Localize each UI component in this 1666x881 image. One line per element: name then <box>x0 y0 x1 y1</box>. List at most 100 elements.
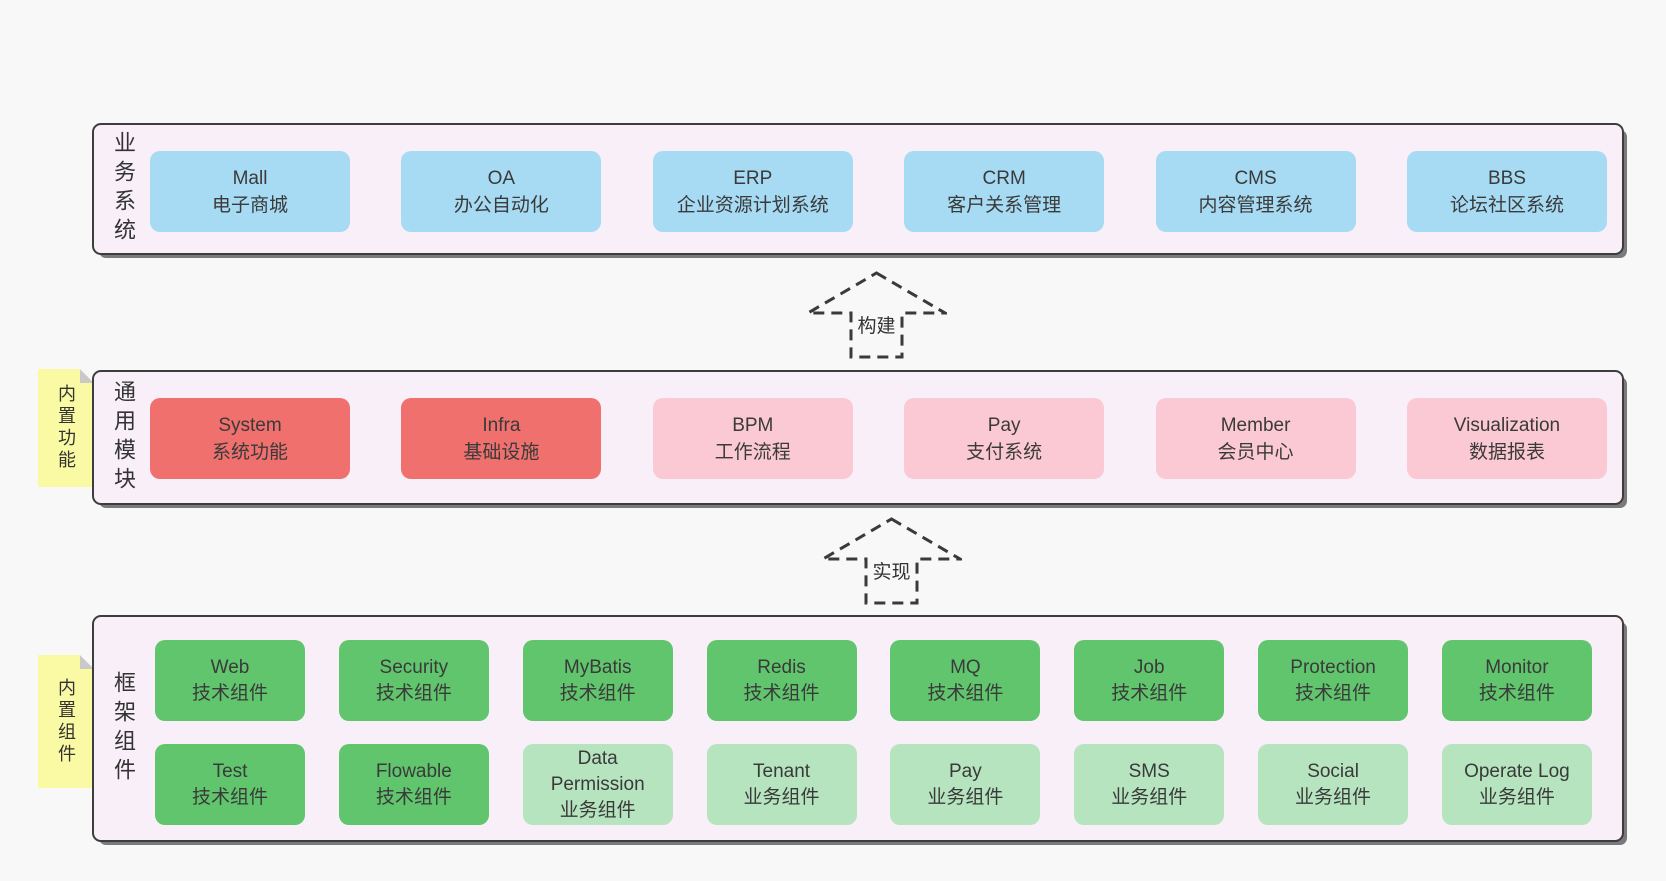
box-title: BBS <box>1487 167 1526 189</box>
box-subtitle: 业务组件 <box>1295 786 1372 808</box>
box-subtitle: 业务组件 <box>559 799 636 821</box>
box-web: Web 技术组件 <box>155 640 305 721</box>
box-security: Security 技术组件 <box>338 640 489 721</box>
business-boxes-row: Mall 电子商城 OA 办公自动化 ERP 企业资源计划系统 CRM 客户关系… <box>150 151 1607 232</box>
components-row-2: Test 技术组件 Flowable 技术组件 Data Permission … <box>155 744 1592 825</box>
box-title: Social <box>1307 760 1359 782</box>
box-test: Test 技术组件 <box>155 744 305 825</box>
box-subtitle: 会员中心 <box>1217 441 1294 463</box>
box-subtitle: 内容管理系统 <box>1198 194 1313 216</box>
panel-side-label: 通用模块 <box>111 379 136 496</box>
box-title: Tenant <box>753 760 811 782</box>
arrow-build: 构建 <box>806 271 947 359</box>
box-subtitle: 技术组件 <box>1111 682 1188 704</box>
box-subtitle: 电子商城 <box>211 194 288 216</box>
box-title: Monitor <box>1485 656 1549 678</box>
box-mq: MQ 技术组件 <box>890 640 1041 721</box>
box-subtitle: 技术组件 <box>191 786 268 808</box>
box-member: Member 会员中心 <box>1155 398 1356 479</box>
box-title: Infra <box>482 414 521 436</box>
box-subtitle: 业务组件 <box>927 786 1004 808</box>
box-subtitle: 技术组件 <box>191 682 268 704</box>
box-job: Job 技术组件 <box>1074 640 1225 721</box>
panel-common-modules: 通用模块 System 系统功能 Infra 基础设施 BPM 工作流程 Pay… <box>92 370 1624 505</box>
panel-side-label: 业务系统 <box>111 131 136 247</box>
box-title: SMS <box>1128 760 1170 782</box>
box-subtitle: 办公自动化 <box>453 194 549 216</box>
box-system: System 系统功能 <box>150 398 350 479</box>
box-title: CRM <box>982 167 1026 189</box>
box-subtitle: 技术组件 <box>375 682 452 704</box>
box-subtitle: 业务组件 <box>1111 786 1188 808</box>
box-oa: OA 办公自动化 <box>401 151 602 232</box>
box-subtitle: 基础设施 <box>463 441 540 463</box>
box-subtitle: 工作流程 <box>714 441 791 463</box>
box-title: System <box>218 414 282 436</box>
box-subtitle: 技术组件 <box>743 682 820 704</box>
box-title: Pay <box>987 414 1021 436</box>
box-subtitle: 技术组件 <box>1478 682 1555 704</box>
box-mall: Mall 电子商城 <box>150 151 350 232</box>
box-subtitle: 论坛社区系统 <box>1449 194 1564 216</box>
box-bbs: BBS 论坛社区系统 <box>1406 151 1607 232</box>
box-pay-component: Pay 业务组件 <box>890 744 1041 825</box>
box-monitor: Monitor 技术组件 <box>1441 640 1592 721</box>
box-subtitle: 技术组件 <box>927 682 1004 704</box>
box-title: OA <box>487 167 516 189</box>
box-subtitle: 技术组件 <box>375 786 452 808</box>
box-erp: ERP 企业资源计划系统 <box>652 151 853 232</box>
box-infra: Infra 基础设施 <box>401 398 602 479</box>
box-sms: SMS 业务组件 <box>1074 744 1225 825</box>
box-title: BPM <box>732 414 774 436</box>
components-row-1: Web 技术组件 Security 技术组件 MyBatis 技术组件 Redi… <box>155 640 1592 721</box>
box-title: Visualization <box>1453 414 1561 436</box>
arrow-implement: 实现 <box>821 517 962 605</box>
sticky-note-label: 内置组件 <box>56 677 76 766</box>
box-title: Operate Log <box>1464 760 1570 782</box>
box-title: Job <box>1133 656 1165 678</box>
box-visualization: Visualization 数据报表 <box>1406 398 1607 479</box>
box-bpm: BPM 工作流程 <box>652 398 853 479</box>
sticky-note-builtin-components: 内置组件 <box>38 655 94 788</box>
panel-business-systems: 业务系统 Mall 电子商城 OA 办公自动化 ERP 企业资源计划系统 CRM… <box>92 123 1624 255</box>
box-subtitle: 系统功能 <box>211 441 288 463</box>
arrow-build-label: 构建 <box>854 314 899 339</box>
box-subtitle: 技术组件 <box>559 682 636 704</box>
box-title: Member <box>1220 414 1291 436</box>
box-title: Mall <box>232 167 268 189</box>
box-title: Security <box>379 656 449 678</box>
box-flowable: Flowable 技术组件 <box>338 744 489 825</box>
box-subtitle: 客户关系管理 <box>947 194 1062 216</box>
box-subtitle: 支付系统 <box>966 441 1043 463</box>
box-subtitle: 业务组件 <box>743 786 820 808</box>
box-mybatis: MyBatis 技术组件 <box>522 640 673 721</box>
box-title: ERP <box>733 167 773 189</box>
box-cms: CMS 内容管理系统 <box>1155 151 1356 232</box>
arrow-implement-label: 实现 <box>869 560 914 585</box>
box-title: Protection <box>1290 656 1376 678</box>
box-redis: Redis 技术组件 <box>706 640 857 721</box>
sticky-note-label: 内置功能 <box>56 384 76 472</box>
box-title: MQ <box>950 656 981 678</box>
box-subtitle: 业务组件 <box>1478 786 1555 808</box>
box-title: Flowable <box>375 760 452 782</box>
box-title: MyBatis <box>563 656 632 678</box>
box-tenant: Tenant 业务组件 <box>706 744 857 825</box>
box-operate-log: Operate Log 业务组件 <box>1441 744 1592 825</box>
box-protection: Protection 技术组件 <box>1258 640 1409 721</box>
box-title: Test <box>212 760 248 782</box>
panel-side-label: 框架组件 <box>111 670 136 787</box>
box-data-permission: Data Permission 业务组件 <box>522 744 673 825</box>
box-social: Social 业务组件 <box>1258 744 1409 825</box>
box-title: Redis <box>757 656 806 678</box>
box-title: Data Permission <box>550 747 645 795</box>
box-crm: CRM 客户关系管理 <box>904 151 1105 232</box>
modules-boxes-row: System 系统功能 Infra 基础设施 BPM 工作流程 Pay 支付系统… <box>150 398 1607 479</box>
box-title: Pay <box>949 760 982 782</box>
sticky-note-builtin-features: 内置功能 <box>38 369 94 487</box>
box-title: Web <box>210 656 250 678</box>
box-subtitle: 企业资源计划系统 <box>676 194 829 216</box>
box-title: CMS <box>1234 167 1277 189</box>
box-pay-module: Pay 支付系统 <box>904 398 1105 479</box>
box-subtitle: 技术组件 <box>1295 682 1372 704</box>
